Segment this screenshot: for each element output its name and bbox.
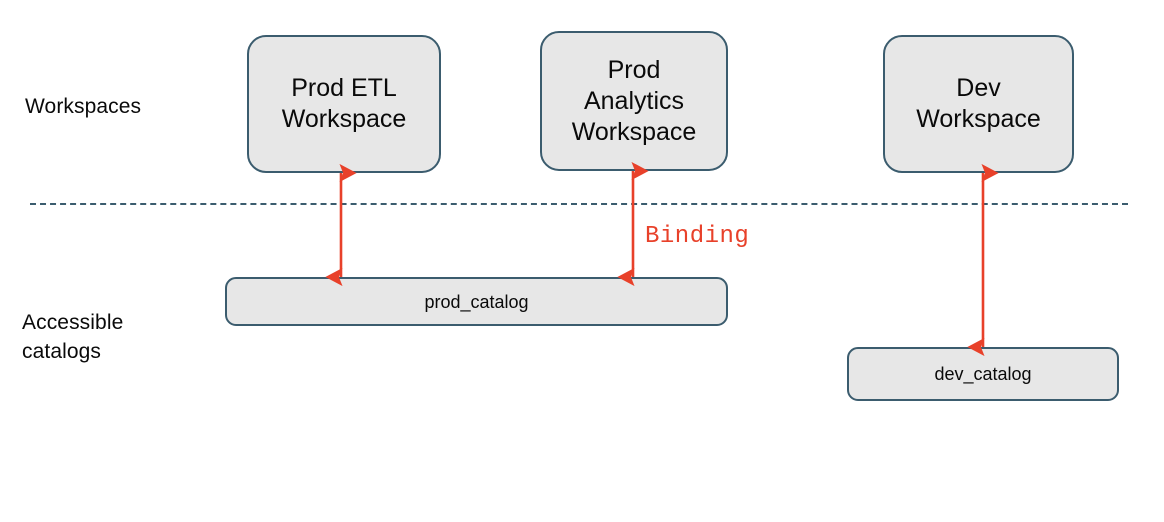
row-label-accessible-catalogs: Accessible catalogs xyxy=(22,311,124,363)
catalog-node-dev-catalog[interactable]: dev_catalog xyxy=(847,347,1119,401)
workspace-node-dev[interactable]: Dev Workspace xyxy=(883,35,1074,173)
tier-divider-dashed-line xyxy=(30,203,1128,205)
workspace-node-prod-analytics[interactable]: Prod Analytics Workspace xyxy=(540,31,728,171)
row-label-workspaces: Workspaces xyxy=(25,95,142,118)
catalog-node-prod-catalog[interactable]: prod_catalog xyxy=(225,277,728,326)
annotation-binding-label: Binding xyxy=(645,223,750,250)
workspace-node-prod-etl[interactable]: Prod ETL Workspace xyxy=(247,35,441,173)
